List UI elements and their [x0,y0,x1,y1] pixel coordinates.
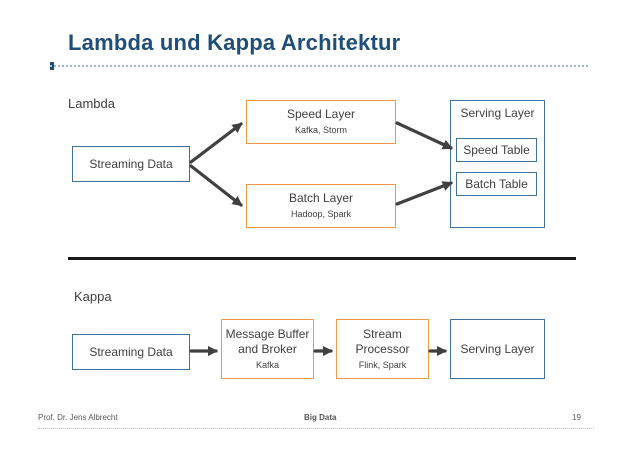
kappa-serving-layer-label: Serving Layer [460,341,535,356]
footer-divider [38,428,594,429]
speed-table-box: Speed Table [456,138,537,162]
title-divider [50,65,588,67]
speed-layer-tech: Kafka, Storm [294,125,348,136]
stream-processor-box: Stream Processor Flink, Spark [336,319,429,379]
kappa-streaming-data-label: Streaming Data [89,344,173,359]
batch-layer-title: Batch Layer [288,191,354,206]
arrow-batch-to-batch-table [395,181,453,206]
speed-table-label: Speed Table [463,142,530,157]
arrow-streaming-to-speed [189,122,243,164]
lambda-label: Lambda [68,96,115,111]
stream-processor-line1: Stream [363,326,402,341]
arrow-speed-to-speed-table [395,121,453,150]
stream-processor-line2: Processor [355,341,410,356]
message-buffer-box: Message Buffer and Broker Kafka [221,319,314,379]
batch-layer-box: Batch Layer Hadoop, Spark [246,184,396,228]
speed-layer-title: Speed Layer [286,107,356,122]
stream-processor-tech: Flink, Spark [358,359,407,370]
batch-layer-tech: Hadoop, Spark [290,209,352,220]
slide-title: Lambda und Kappa Architektur [68,30,401,55]
kappa-serving-layer-box: Serving Layer [450,319,545,379]
footer-author: Prof. Dr. Jens Albrecht [38,413,118,422]
message-buffer-line1: Message Buffer [225,326,310,341]
section-divider [68,257,576,260]
message-buffer-tech: Kafka [255,359,279,370]
kappa-streaming-data-box: Streaming Data [72,334,190,370]
lambda-streaming-data-box: Streaming Data [72,146,190,182]
footer-page-number: 19 [572,413,581,422]
lambda-serving-layer-title: Serving Layer [460,106,535,120]
batch-table-box: Batch Table [456,172,537,196]
speed-layer-box: Speed Layer Kafka, Storm [246,100,396,144]
footer-course: Big Data [304,413,337,422]
batch-table-label: Batch Table [465,176,528,191]
lambda-serving-layer-container: Serving Layer [450,100,545,228]
lambda-streaming-data-label: Streaming Data [89,156,173,171]
kappa-label: Kappa [74,289,112,304]
message-buffer-line2: and Broker [238,341,297,356]
arrow-streaming-to-batch [189,164,243,207]
